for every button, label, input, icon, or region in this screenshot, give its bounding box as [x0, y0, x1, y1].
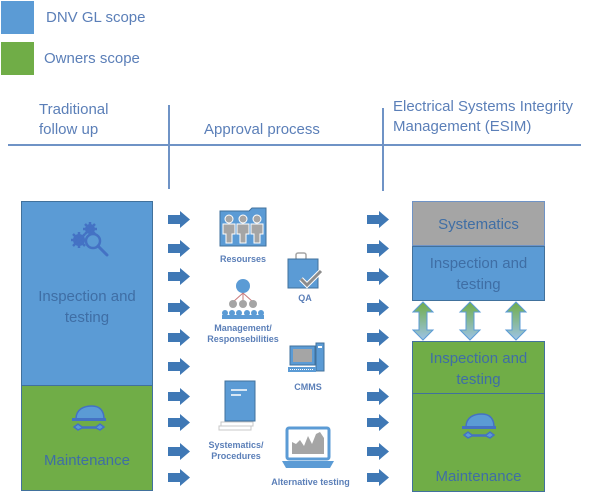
- esim-inspection-owner-line1: Inspection and: [429, 350, 528, 367]
- esim-inspection-owner-line2: testing: [456, 371, 501, 388]
- bidirectional-arrow-icon: [458, 301, 482, 341]
- approval-label-management: Management/ Responsebilities: [203, 323, 283, 345]
- org-hierarchy-icon: [222, 279, 264, 319]
- traditional-inspection-label: Inspection and testing: [22, 286, 152, 328]
- right-arrow-icon: [367, 388, 389, 405]
- right-arrow-icon: [367, 240, 389, 257]
- column-header-esim-line1: Electrical Systems Integrity: [393, 98, 574, 115]
- column-header-traditional-line1: Traditional: [39, 101, 109, 118]
- traditional-maintenance-label: Maintenance: [44, 452, 130, 469]
- esim-inspection-owner-box: Inspection and testing: [412, 341, 545, 396]
- approval-label-management-line1: Management/: [214, 323, 272, 333]
- column-divider-1: [168, 105, 170, 189]
- right-arrow-icon: [168, 211, 190, 228]
- bidirectional-arrow-icon: [504, 301, 528, 341]
- column-header-approval: Approval process: [204, 121, 320, 138]
- right-arrow-icon: [367, 329, 389, 346]
- column-divider-2: [382, 108, 384, 191]
- esim-maintenance-label: Maintenance: [435, 468, 522, 485]
- right-arrow-icon: [168, 469, 190, 486]
- right-arrow-icon: [168, 268, 190, 285]
- approval-label-systematics: Systematics/ Procedures: [201, 440, 271, 462]
- right-arrow-icon: [367, 268, 389, 285]
- approval-label-systematics-line2: Procedures: [211, 451, 261, 461]
- right-arrow-icon: [367, 414, 389, 431]
- right-arrow-icon: [168, 358, 190, 375]
- laptop-chart-icon: [282, 426, 334, 468]
- hardhat-wrench-icon: [72, 405, 106, 431]
- gears-magnifier-icon: [71, 222, 109, 257]
- column-header-esim-line2: Management (ESIM): [393, 118, 532, 135]
- right-arrow-icon: [168, 299, 190, 316]
- document-stack-icon: [218, 380, 256, 431]
- right-arrow-icon: [168, 388, 190, 405]
- esim-inspection-dnv-line1: Inspection and: [429, 255, 528, 272]
- bidirectional-arrow-icon: [412, 301, 435, 341]
- esim-maintenance-box: Maintenance: [412, 393, 545, 492]
- approval-label-resourses: Resourses: [219, 254, 267, 264]
- column-header-traditional-line2: follow up: [39, 121, 99, 138]
- legend-swatch-owners: [1, 42, 34, 75]
- approval-label-qa: QA: [298, 293, 312, 303]
- traditional-inspection-box: Inspection and testing: [21, 201, 153, 386]
- traditional-maintenance-box: Maintenance: [21, 385, 153, 491]
- hardhat-wrench-icon: [462, 413, 496, 439]
- right-arrow-icon: [367, 211, 389, 228]
- approval-label-systematics-line1: Systematics/: [208, 440, 264, 450]
- right-arrow-icon: [168, 329, 190, 346]
- right-arrow-icon: [168, 443, 190, 460]
- right-arrow-icon: [367, 358, 389, 375]
- legend-swatch-dnv: [1, 1, 34, 34]
- approval-label-management-line2: Responsebilities: [207, 334, 279, 344]
- people-folder-icon: [219, 207, 267, 247]
- esim-inspection-dnv-box: Inspection and testing: [412, 246, 545, 301]
- approval-label-alternative-testing: Alternative testing: [271, 477, 350, 487]
- esim-inspection-owner-label: Inspection and testing: [413, 348, 544, 390]
- esim-inspection-dnv-label: Inspection and testing: [413, 253, 544, 295]
- column-header-esim: Electrical Systems Integrity Management …: [393, 97, 573, 137]
- right-arrow-icon: [367, 443, 389, 460]
- bidirectional-arrows: [412, 301, 528, 341]
- header-divider: [8, 144, 581, 146]
- traditional-inspection-line2: testing: [64, 309, 110, 326]
- right-arrow-icon: [367, 299, 389, 316]
- clipboard-check-icon: [287, 252, 323, 289]
- esim-systematics-label: Systematics: [438, 216, 519, 233]
- column-header-traditional: Traditional follow up: [39, 100, 108, 140]
- right-arrow-icon: [168, 414, 190, 431]
- legend-label-owners: Owners scope: [44, 50, 140, 67]
- right-arrow-icon: [168, 240, 190, 257]
- esim-systematics-box: Systematics: [412, 201, 545, 246]
- approval-label-cmms: CMMS: [294, 382, 322, 392]
- esim-inspection-dnv-line2: testing: [456, 276, 501, 293]
- traditional-inspection-line1: Inspection and: [38, 288, 136, 305]
- right-arrow-icon: [367, 469, 389, 486]
- desktop-computer-icon: [288, 342, 325, 372]
- legend-label-dnv: DNV GL scope: [46, 9, 146, 26]
